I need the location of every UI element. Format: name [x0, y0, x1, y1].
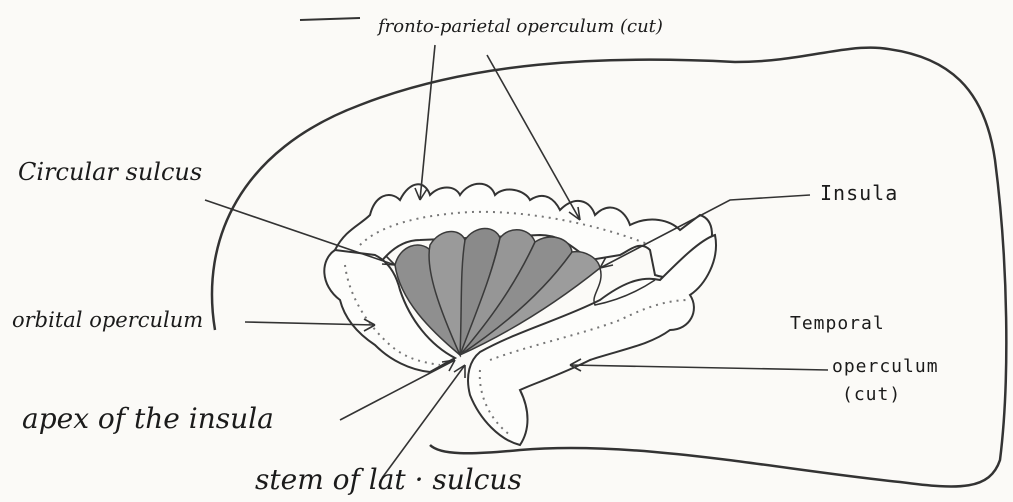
label-orbital-operculum: orbital operculum: [12, 310, 203, 331]
label-circular-sulcus: Circular sulcus: [18, 160, 202, 184]
label-stem-of-lateral-sulcus: stem of lat · sulcus: [255, 466, 522, 494]
top-stroke: [300, 18, 360, 20]
label-fronto-parietal-operculum: fronto-parietal operculum (cut): [378, 18, 663, 36]
label-temporal: Temporal: [790, 315, 885, 333]
label-operculum: operculum: [832, 358, 939, 376]
label-apex-of-insula: apex of the insula: [22, 405, 274, 433]
label-temporal-cut: (cut): [842, 386, 901, 404]
label-insula: Insula: [820, 183, 898, 203]
